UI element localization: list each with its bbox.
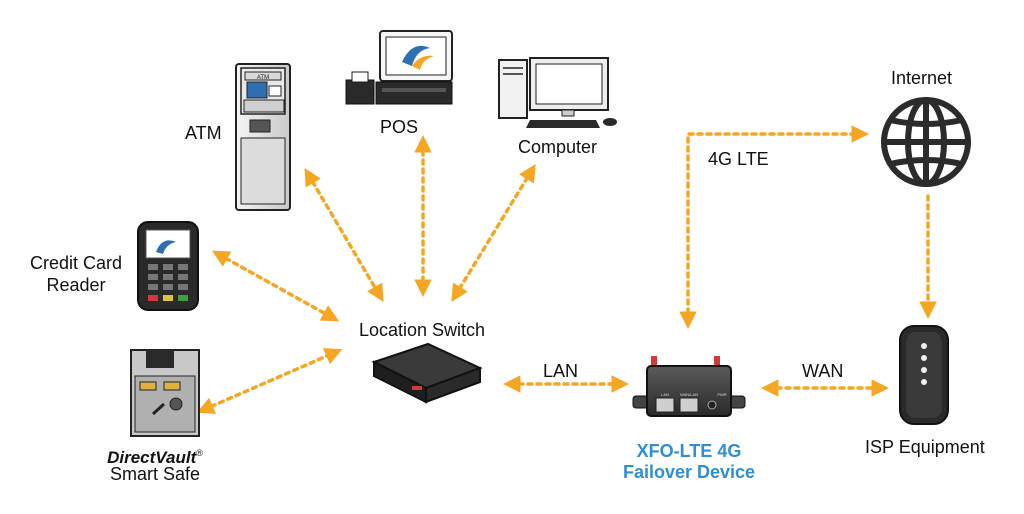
switch-icon	[371, 342, 483, 404]
isp-equipment-label: ISP Equipment	[865, 437, 985, 457]
wan-label: WAN	[802, 361, 844, 381]
computer-label: Computer	[518, 137, 598, 157]
failover-router-icon: LAN WAN/LAN PWR	[632, 356, 746, 417]
atm-icon: ATM	[235, 63, 291, 211]
card-reader-icon	[137, 221, 199, 311]
globe-icon	[881, 97, 971, 187]
device-name-line2: Failover Device	[622, 462, 756, 482]
internet-label: Internet	[891, 68, 953, 88]
atm-label: ATM	[185, 123, 222, 143]
pos-label: POS	[380, 117, 419, 137]
device-name-line1: XFO-LTE 4G	[636, 441, 742, 461]
directvault-brand-text: DirectVault	[107, 448, 197, 467]
credit-card-reader-label: Credit Card Reader	[29, 253, 123, 295]
router-port-wan-text: WAN/LAN	[680, 392, 698, 397]
lte-label: 4G LTE	[708, 149, 769, 169]
lan-label: LAN	[543, 361, 579, 381]
directvault-tm: ®	[196, 448, 203, 458]
location-switch-label: Location Switch	[359, 320, 486, 340]
arrow-atm-switch	[304, 167, 384, 303]
pos-icon	[345, 30, 453, 105]
arrow-computer-switch	[451, 164, 536, 302]
router-port-pwr-text: PWR	[717, 392, 726, 397]
computer-icon	[498, 57, 617, 128]
directvault-brand: DirectVault®	[90, 442, 220, 469]
arrow-lte-internet	[679, 125, 869, 329]
smart-safe-label: Smart Safe	[109, 464, 201, 484]
arrow-card-switch	[211, 250, 340, 322]
router-port-lan-text: LAN	[661, 392, 669, 397]
atm-screen-text: ATM	[257, 75, 269, 81]
arrow-safe-switch	[196, 348, 343, 414]
safe-icon	[130, 349, 200, 437]
isp-modem-icon	[899, 325, 949, 425]
